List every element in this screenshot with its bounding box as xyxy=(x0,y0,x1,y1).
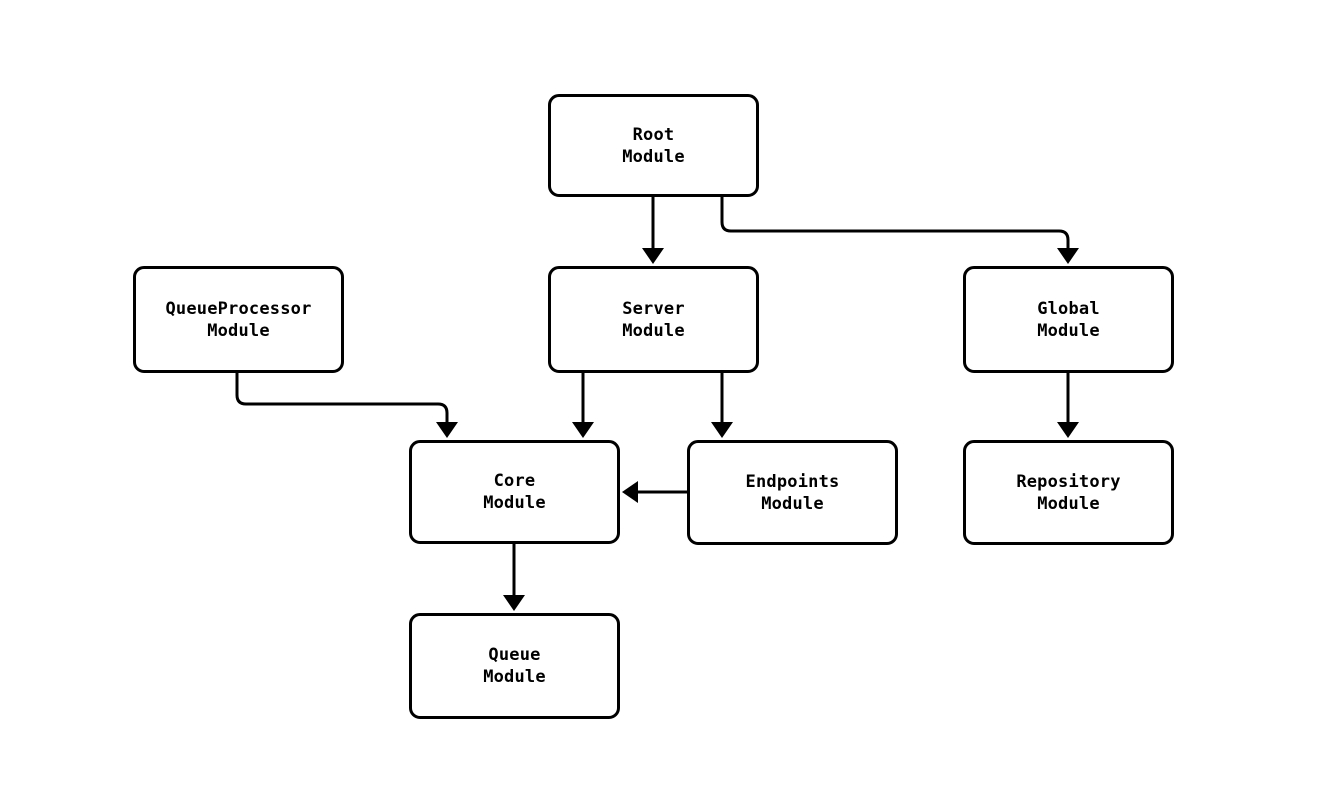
node-label-suffix: Module xyxy=(761,493,824,514)
node-label-suffix: Module xyxy=(1037,320,1100,341)
node-label-name: Server xyxy=(622,298,685,319)
node-label-name: Core xyxy=(493,471,536,491)
node-label-suffix: Module xyxy=(622,146,685,167)
node-label-name: QueueProcessor xyxy=(165,298,312,319)
edge-root-global xyxy=(720,197,1079,264)
arrowhead xyxy=(622,481,638,503)
arrowhead xyxy=(1057,248,1079,264)
node-label-suffix: Module xyxy=(622,320,685,341)
edge-endpoints-core xyxy=(622,481,687,503)
arrowhead xyxy=(711,422,733,438)
edge-root-server xyxy=(642,197,664,264)
arrowhead xyxy=(642,248,664,264)
node-label-suffix: Module xyxy=(483,493,546,513)
edge-core-queue xyxy=(503,544,525,611)
edge-server-endpoints xyxy=(711,373,733,438)
node-label-name: Global xyxy=(1037,298,1100,319)
edge-global-repository xyxy=(1057,373,1079,438)
node-label-suffix: Module xyxy=(483,667,546,687)
node-label-name: Endpoints xyxy=(745,471,840,492)
node-label-suffix: Module xyxy=(207,320,270,341)
arrowhead xyxy=(1057,422,1079,438)
node-label-suffix: Module xyxy=(1037,493,1100,514)
edge-server-core xyxy=(572,373,594,438)
node-label-name: Repository xyxy=(1016,471,1121,492)
edge-queueprocessor-core xyxy=(235,373,458,438)
node-label-name: Root xyxy=(632,124,675,145)
node-label-name: Queue xyxy=(488,645,541,665)
arrowhead xyxy=(503,595,525,611)
arrowhead xyxy=(572,422,594,438)
arrowhead xyxy=(436,422,458,438)
